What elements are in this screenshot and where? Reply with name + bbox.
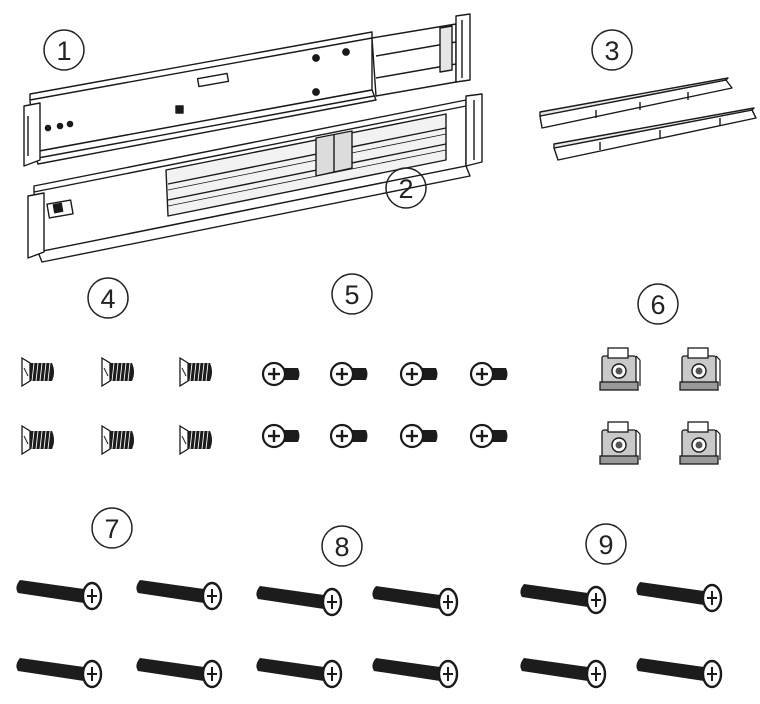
round-head-screw [329,361,368,387]
svg-text:3: 3 [604,36,619,66]
label-3: 3 [591,29,633,71]
long-bolt [136,658,223,689]
rail-1 [23,13,471,167]
label-9: 9 [585,523,627,565]
long-bolt [372,586,459,617]
rail-2 [27,93,483,263]
cage-nut [599,347,641,391]
svg-text:4: 4 [100,284,115,314]
label-4: 4 [87,277,129,319]
flat-head-screw [21,356,54,388]
round-head-screw [469,423,508,449]
svg-text:8: 8 [334,532,349,562]
cage-nut [679,421,721,465]
parts-layer [16,347,723,689]
round-head-screw [399,361,438,387]
round-head-screw [261,423,300,449]
round-head-screw [261,361,300,387]
long-bolt [256,658,343,689]
cage-nut [599,421,641,465]
label-1: 1 [43,29,85,71]
label-8: 8 [321,525,363,567]
number-labels: 1 2 3 4 5 6 7 8 [43,29,679,567]
flat-head-screw [101,356,134,388]
long-bolt [16,580,103,611]
flat-head-screw [179,424,212,456]
label-5: 5 [331,273,373,315]
label-6: 6 [637,283,679,325]
svg-text:2: 2 [398,174,413,204]
round-head-screw [399,423,438,449]
long-bolt [136,580,223,611]
cage-nut [679,347,721,391]
label-2: 2 [385,167,427,209]
long-bolt [372,658,459,689]
svg-text:5: 5 [344,280,359,310]
long-bolt [256,586,343,617]
long-bolt [520,584,607,615]
flat-head-screw [101,424,134,456]
flat-head-screw [179,356,212,388]
long-bolt [520,658,607,689]
svg-text:7: 7 [104,514,119,544]
long-bolt [636,658,723,689]
bracket-bar-3b [553,107,757,161]
svg-text:6: 6 [650,290,665,320]
round-head-screw [329,423,368,449]
bracket-bar-3a [539,77,733,129]
long-bolt [636,582,723,613]
long-bolt [16,658,103,689]
svg-text:1: 1 [56,36,71,66]
label-7: 7 [91,507,133,549]
flat-head-screw [21,424,54,456]
round-head-screw [469,361,508,387]
svg-text:9: 9 [598,530,613,560]
